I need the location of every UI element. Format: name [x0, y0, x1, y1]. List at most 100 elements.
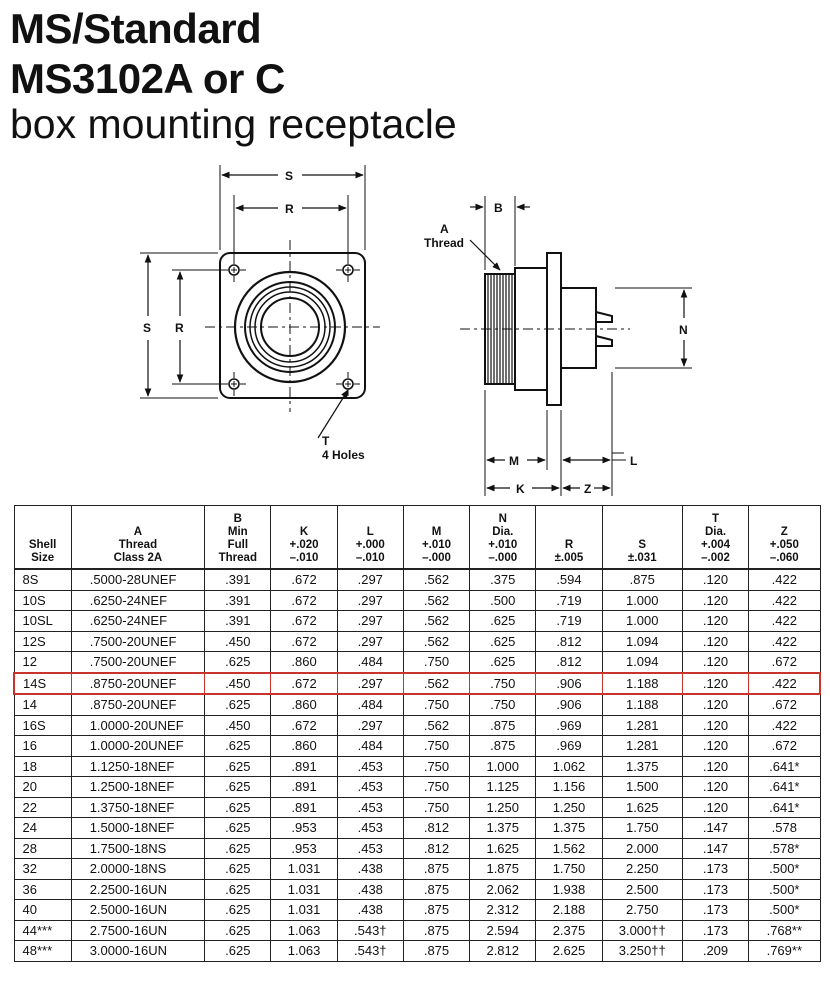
table-cell: .500* [748, 878, 821, 900]
table-cell: .120 [681, 630, 750, 652]
table-cell: .906 [535, 671, 603, 695]
table-cell: .641* [748, 755, 821, 777]
column-header-line: K [299, 526, 309, 538]
column-header-line: –.010 [289, 552, 319, 564]
table-cell: .672 [748, 651, 821, 673]
table-cell: .625 [204, 755, 272, 777]
table-cell: .625 [204, 817, 272, 839]
table-cell: .6250-24NEF [70, 610, 206, 632]
table-cell: 2.312 [469, 899, 537, 921]
table-cell: .891 [270, 755, 338, 777]
mounting-hole [342, 378, 354, 390]
table-cell: .768** [748, 919, 821, 941]
column-header-line: ±.005 [554, 552, 584, 564]
table-cell: .120 [681, 671, 750, 695]
table-cell: .860 [270, 693, 338, 716]
table-cell: .562 [402, 671, 471, 695]
table-cell: 1.250 [535, 796, 603, 818]
table-cell: 1.750 [535, 858, 603, 880]
table-cell: .625 [204, 837, 272, 859]
column-header: L+.000–.010 [336, 505, 404, 570]
table-cell: .173 [681, 899, 750, 921]
table-cell: .719 [535, 589, 603, 611]
title-part-number: MS3102A or C [10, 55, 285, 102]
table-cell: .147 [681, 837, 750, 859]
column-header-line: M [431, 526, 442, 538]
table-cell: .8750-20UNEF [70, 693, 206, 716]
table-cell: .543† [336, 919, 404, 941]
table-cell: 2.7500-16UN [70, 919, 206, 941]
column-header-line: –.000 [422, 552, 451, 564]
table-cell: .891 [270, 776, 338, 798]
table-cell: .297 [336, 610, 404, 632]
table-cell: 1.375 [601, 755, 683, 777]
table-cell: 18 [13, 755, 72, 777]
table-cell: .120 [681, 755, 750, 777]
column-header-line: +.010 [421, 539, 452, 551]
title-description: box mounting receptacle [10, 101, 457, 147]
table-cell: 1.375 [535, 817, 603, 839]
table-cell: 1.125 [469, 776, 537, 798]
table-cell: 1.375 [469, 817, 537, 839]
table-cell: .173 [681, 858, 750, 880]
table-cell: .120 [681, 796, 750, 818]
table-cell: 2.188 [535, 899, 603, 921]
table-cell: .812 [402, 817, 471, 839]
table-cell: 2.062 [469, 878, 537, 900]
column-header-line: Min [227, 526, 248, 538]
table-cell: .422 [748, 589, 821, 611]
table-cell: .625 [204, 940, 272, 962]
table-cell: .5000-28UNEF [70, 568, 206, 591]
column-header-line: +.010 [488, 539, 518, 551]
column-header-line: Full [227, 539, 249, 551]
table-cell: .453 [336, 755, 404, 777]
table-cell: .297 [336, 589, 404, 611]
table-cell: .450 [204, 671, 272, 695]
table-cell: 1.625 [601, 796, 683, 818]
table-cell: .719 [535, 610, 603, 632]
table-cell: 1.250 [469, 796, 537, 818]
table-cell: .7500-20UNEF [70, 630, 206, 652]
column-header-line: T [711, 513, 720, 525]
table-cell: 10S [13, 589, 72, 611]
table-cell: 2.625 [535, 940, 603, 962]
flange-outline [219, 252, 366, 399]
table-cell: .147 [681, 817, 750, 839]
table-cell: .578* [748, 837, 821, 859]
front-view [140, 165, 380, 439]
table-cell: .750 [402, 693, 471, 716]
table-cell: 1.094 [601, 630, 683, 652]
table-cell: .750 [469, 671, 537, 695]
table-cell: .769** [748, 940, 821, 962]
table-cell: 1.000 [601, 589, 683, 611]
table-cell: .672 [270, 610, 338, 632]
column-header-line: Thread [218, 552, 257, 564]
table-cell: .500* [748, 858, 821, 880]
table-cell: 1.000 [469, 755, 537, 777]
table-cell: 1.1250-18NEF [70, 755, 206, 777]
column-header-line: B [233, 513, 242, 525]
mounting-hole [228, 264, 240, 276]
table-cell: .875 [469, 714, 537, 736]
column-header: S±.031 [601, 505, 683, 570]
column-header-line: –.010 [355, 552, 385, 564]
column-header-line: Z [780, 526, 788, 538]
label-s-top: S [285, 169, 293, 183]
table-cell: .860 [270, 651, 338, 673]
table-cell: .543† [336, 940, 404, 962]
table-cell: .969 [535, 735, 603, 757]
table-cell: .641* [748, 776, 821, 798]
table-cell: .562 [402, 630, 471, 652]
table-cell: 2.2500-16UN [70, 878, 206, 900]
table-cell: .500* [748, 899, 821, 921]
